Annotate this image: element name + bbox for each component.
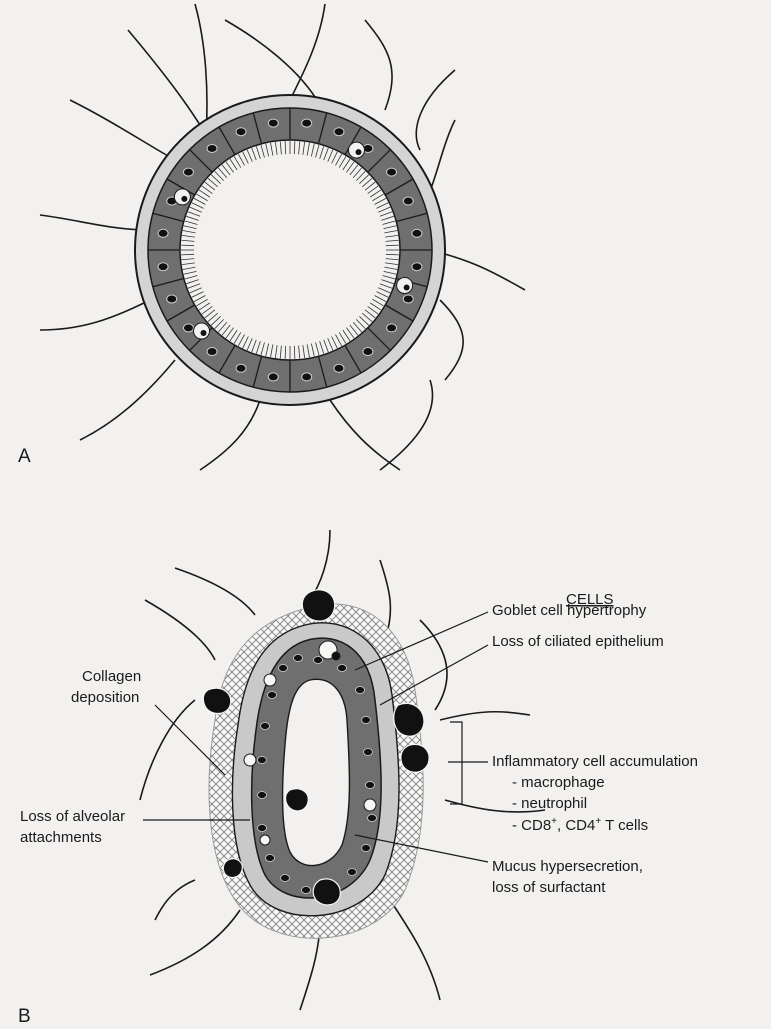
nucleus	[183, 168, 193, 176]
nucleus	[412, 229, 422, 237]
nucleus	[338, 665, 347, 672]
collagen-label-line2: deposition	[71, 689, 139, 706]
nucleus	[334, 128, 344, 136]
nucleus	[279, 665, 288, 672]
nucleus	[368, 815, 377, 822]
nucleus	[266, 855, 275, 862]
nucleus	[236, 128, 246, 136]
mucus-label-line2: loss of surfactant	[492, 879, 606, 896]
nucleus	[356, 687, 365, 694]
goblet-nucleus	[181, 196, 187, 202]
nucleus	[403, 295, 413, 303]
macrophage-label: - macrophage	[512, 774, 605, 791]
nucleus	[403, 197, 413, 205]
mucus-label-line1: Mucus hypersecretion,	[492, 858, 643, 875]
goblet-nucleus	[201, 330, 207, 336]
nucleus	[281, 875, 290, 882]
nucleus	[387, 168, 397, 176]
nucleus	[387, 324, 397, 332]
nucleus	[348, 869, 357, 876]
ciliated-epithelium-label: Loss of ciliated epithelium	[492, 633, 664, 650]
nucleus	[158, 263, 168, 271]
nucleus	[334, 364, 344, 372]
nucleus	[258, 757, 267, 764]
nucleus	[362, 845, 371, 852]
nucleus	[412, 263, 422, 271]
goblet-nucleus	[356, 149, 362, 155]
inflammatory-label: Inflammatory cell accumulation	[492, 753, 698, 770]
goblet-cell-label: Goblet cell hypertrophy	[492, 602, 647, 619]
nucleus	[236, 364, 246, 372]
neutrophil-label: - neutrophil	[512, 795, 587, 812]
nucleus	[268, 373, 278, 381]
nucleus	[302, 373, 312, 381]
panel-a-label: A	[18, 446, 31, 467]
nucleus	[302, 887, 311, 894]
nucleus	[366, 782, 375, 789]
nucleus	[294, 655, 303, 662]
nucleus	[207, 144, 217, 152]
goblet-nucleus	[404, 284, 410, 290]
nucleus	[261, 723, 270, 730]
nucleus	[258, 825, 267, 832]
t-cells-label: - CD8+, CD4+ T cells	[512, 816, 648, 834]
nucleus	[207, 348, 217, 356]
nucleus	[167, 295, 177, 303]
nucleus	[268, 692, 277, 699]
nucleus	[158, 229, 168, 237]
collagen-label-line1: Collagen	[82, 668, 141, 685]
nucleus	[314, 657, 323, 664]
nucleus	[268, 119, 278, 127]
alveolar-label-line2: attachments	[20, 829, 102, 846]
alveolar-label-line1: Loss of alveolar	[20, 808, 125, 825]
nucleus	[302, 119, 312, 127]
panel-b-label: B	[18, 1006, 31, 1027]
nucleus	[183, 324, 193, 332]
panel-a-airway	[135, 95, 445, 405]
nucleus	[364, 749, 373, 756]
nucleus	[258, 792, 267, 799]
panel-b-airway	[203, 590, 429, 938]
nucleus	[362, 717, 371, 724]
nucleus	[363, 348, 373, 356]
